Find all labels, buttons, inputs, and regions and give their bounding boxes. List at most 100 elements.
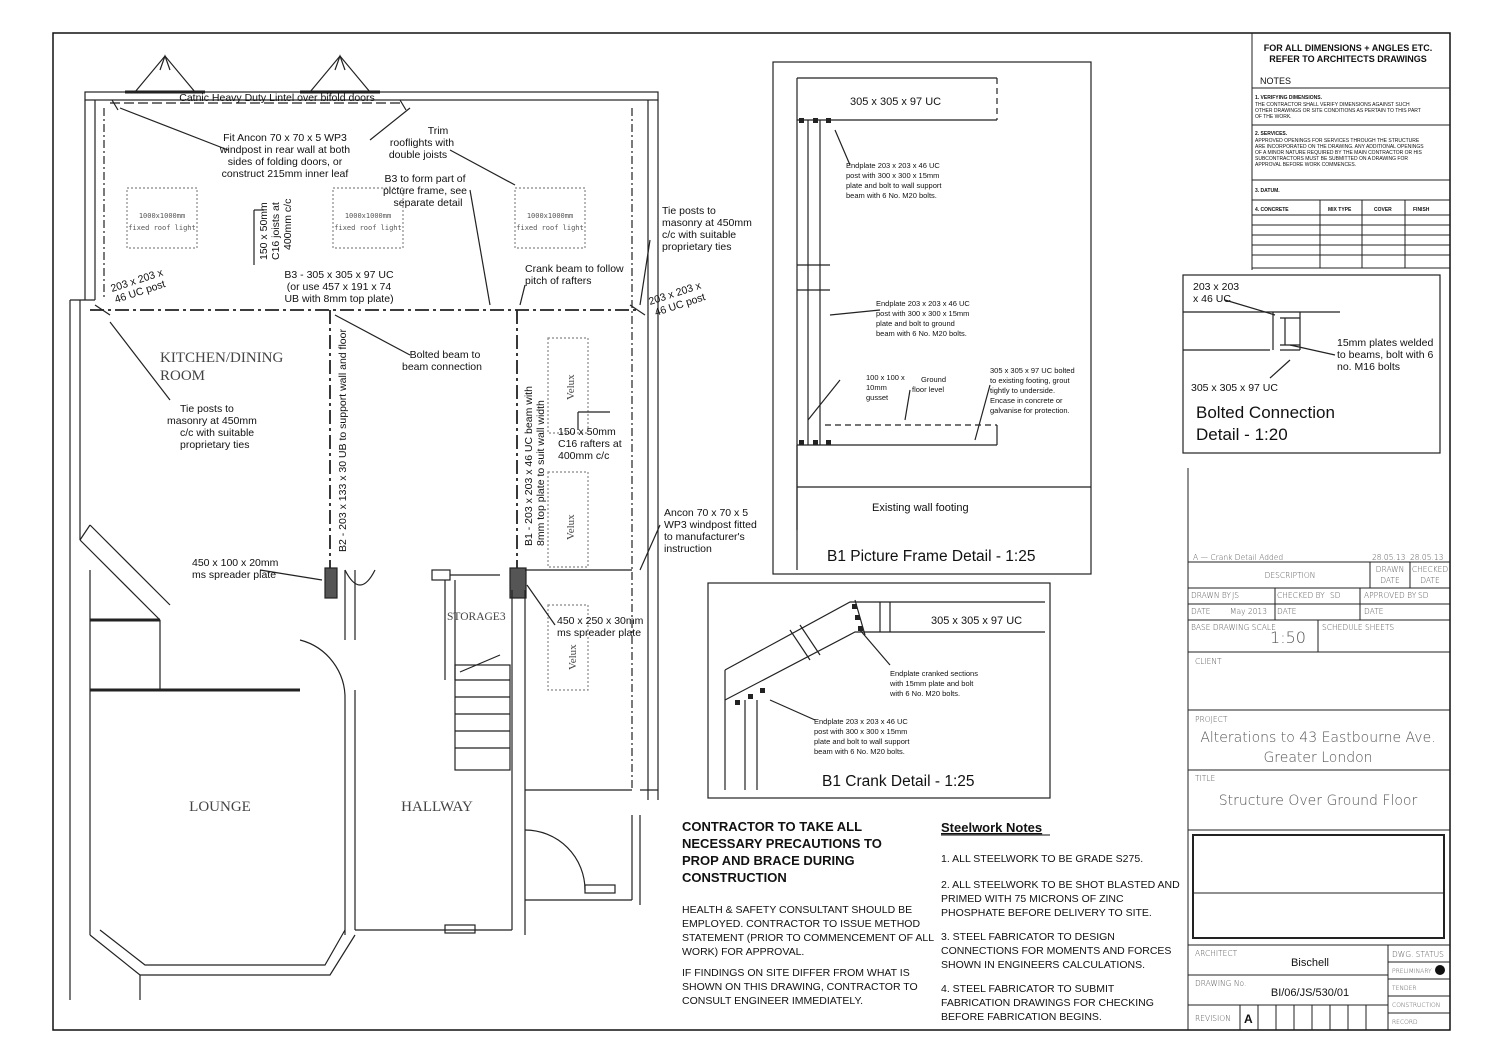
spreader-left-1: 450 x 100 x 20mm	[192, 557, 279, 569]
date3-label: DATE	[1364, 607, 1384, 616]
contractor-para1-3: STATEMENT (PRIOR TO COMMENCEMENT OF ALL	[682, 932, 934, 944]
architect-name: Bischell	[1291, 957, 1329, 969]
crank-detail-title: B1 Crank Detail - 1:25	[822, 773, 975, 790]
bolted-plates-1: 15mm plates welded	[1337, 337, 1433, 349]
contractor-para2-1: IF FINDINGS ON SITE DIFFER FROM WHAT IS	[682, 967, 910, 979]
frame-bolts	[799, 118, 831, 445]
note2-line4: SUBCONTRACTORS MUST BE SUBMITTED ON A DR…	[1255, 156, 1408, 162]
gusset-2: 10mm	[866, 383, 887, 392]
windpost-note-4: construct 215mm inner leaf	[222, 168, 349, 180]
frame-endplate-top-4: beam with 6 No. M20 bolts.	[846, 191, 937, 200]
project-line-1: Alterations to 43 Eastbourne Ave.	[1200, 730, 1435, 746]
date-value: May 2013	[1230, 607, 1267, 616]
notes-header-2: REFER TO ARCHITECTS DRAWINGS	[1269, 54, 1427, 64]
steel-item-3-1: 3. STEEL FABRICATOR TO DESIGN	[941, 931, 1115, 943]
tie-posts-top-2: masonry at 450mm	[662, 217, 752, 229]
client-label: CLIENT	[1195, 657, 1222, 666]
b1-label-1: B1 - 203 x 203 x 46 UC beam with	[523, 386, 535, 546]
bolted-note-1: Bolted beam to	[410, 349, 481, 361]
checked-by-label: CHECKED BY	[1277, 591, 1325, 600]
picture-frame-title: B1 Picture Frame Detail - 1:25	[827, 548, 1035, 565]
note2-line3: OF A MINOR NATURE REQUIRED BY THE MAIN C…	[1255, 150, 1423, 156]
notes-header-1: FOR ALL DIMENSIONS + ANGLES ETC.	[1264, 43, 1432, 53]
bolted-post-1: 203 x 203	[1193, 281, 1239, 293]
trim-note-2: rooflights with	[390, 137, 454, 149]
crank-note-2: pitch of rafters	[525, 275, 592, 287]
windpost-right-1: Ancon 70 x 70 x 5	[664, 507, 748, 519]
velux-2: Velux	[565, 514, 577, 540]
contractor-para2-3: CONSULT ENGINEER IMMEDIATELY.	[682, 995, 863, 1007]
steel-item-2-2: PRIMED WITH 75 MICRONS OF ZINC	[941, 893, 1124, 905]
revision-value: A	[1244, 1012, 1253, 1026]
steelwork-title: Steelwork Notes	[941, 820, 1042, 835]
crank-bolts	[735, 604, 863, 705]
windpost-note-2: windpost in rear wall at both	[219, 144, 350, 156]
room-kitchen-2: ROOM	[160, 368, 205, 384]
steel-item-2-3: PHOSPHATE BEFORE DELIVERY TO SITE.	[941, 907, 1152, 919]
contractor-heading-3: PROP AND BRACE DURING	[682, 853, 855, 868]
joists-note-2: C16 joists at	[270, 202, 282, 260]
joists-note-3: 400mm c/c	[282, 199, 294, 250]
steel-item-2-1: 2. ALL STEELWORK TO BE SHOT BLASTED AND	[941, 879, 1180, 891]
rooflight-3-type: fixed roof light	[516, 224, 583, 232]
notes-panel-lines	[1251, 33, 1450, 270]
trim-note-1: Trim	[428, 125, 449, 137]
tie-posts-left-2: masonry at 450mm	[167, 415, 257, 427]
rooflight-3-size: 1000x1000mm	[527, 212, 573, 220]
tie-posts-top-3: c/c with suitable	[662, 229, 736, 241]
velux-3: Velux	[567, 644, 579, 670]
scale-label: BASE DRAWING SCALE	[1191, 623, 1276, 632]
crank-endplate-2: with 15mm plate and bolt	[889, 679, 974, 688]
windpost-note-3: sides of folding doors, or	[228, 156, 343, 168]
bolted-title-1: Bolted Connection	[1196, 403, 1335, 422]
tie-posts-left-4: proprietary ties	[180, 439, 249, 451]
contractor-heading-2: NECESSARY PRECAUTIONS TO	[682, 836, 882, 851]
status-tender: TENDER	[1392, 985, 1417, 992]
steel-item-3-2: CONNECTIONS FOR MOMENTS AND FORCES	[941, 945, 1171, 957]
windpost-note-1: Fit Ancon 70 x 70 x 5 WP3	[223, 132, 347, 144]
joists-note-1: 150 x 50mm	[258, 202, 270, 260]
concrete-col-2: MIX TYPE	[1328, 207, 1352, 213]
trim-note-3: double joists	[389, 149, 447, 161]
drawn-date-1: DRAWN	[1376, 565, 1404, 574]
frame-bottom-beam-1: 305 x 305 x 97 UC bolted	[990, 366, 1075, 375]
steel-item-4-1: 4. STEEL FABRICATOR TO SUBMIT	[941, 983, 1115, 995]
date2-label: DATE	[1277, 607, 1297, 616]
note1-line3: OF THE WORK.	[1255, 114, 1292, 120]
crank-endplate-3: with 6 No. M20 bolts.	[889, 689, 960, 698]
note3-title: 3. DATUM.	[1255, 188, 1280, 194]
frame-bottom-beam-5: galvanise for protection.	[990, 406, 1070, 415]
spreader-left-2: ms spreader plate	[192, 569, 276, 581]
room-storage: STORAGE3	[447, 611, 506, 623]
frame-endplate-top-2: post with 300 x 300 x 15mm	[846, 171, 939, 180]
room-kitchen-1: KITCHEN/DINING	[160, 350, 283, 366]
drawn-by: JS	[1232, 591, 1239, 600]
contractor-para1-1: HEALTH & SAFETY CONSULTANT SHOULD BE	[682, 904, 912, 916]
contractor-para1-2: EMPLOYED. CONTRACTOR TO ISSUE METHOD	[682, 918, 920, 930]
frame-endplate-bottom-1: Endplate 203 x 203 x 46 UC	[876, 299, 970, 308]
rooflight-1-size: 1000x1000mm	[139, 212, 185, 220]
tie-posts-top-4: proprietary ties	[662, 241, 731, 253]
tie-posts-top-1: Tie posts to	[662, 205, 716, 217]
frame-endplate-bottom-4: beam with 6 No. M20 bolts.	[876, 329, 967, 338]
crank-endplate-1: Endplate cranked sections	[890, 669, 978, 678]
crank-beam-label: 305 x 305 x 97 UC	[931, 615, 1022, 627]
concrete-col-1: 4. CONCRETE	[1255, 207, 1289, 213]
velux-1: Velux	[565, 374, 577, 400]
scale-value: 1:50	[1270, 628, 1306, 647]
note2-title: 2. SERVICES.	[1255, 131, 1288, 137]
spreader-right-2: ms spreader plate	[557, 627, 641, 639]
rev-date-2: 28.05.13	[1410, 553, 1443, 562]
b1-label-2: 8mm top plate to suit wall width	[535, 400, 547, 546]
note1-line1: THE CONTRACTOR SHALL VERIFY DIMENSIONS A…	[1255, 102, 1410, 108]
frame-beam-label: 305 x 305 x 97 UC	[850, 96, 941, 108]
contractor-heading-4: CONSTRUCTION	[682, 870, 787, 885]
crank-post-2: post with 300 x 300 x 15mm	[814, 727, 907, 736]
b3-frame-note-1: B3 to form part of	[384, 173, 465, 185]
picture-frame-detail	[772, 61, 1092, 575]
drawing-number: BI/06/JS/530/01	[1271, 987, 1349, 999]
frame-endplate-top-1: Endplate 203 x 203 x 46 UC	[846, 161, 940, 170]
sheet-border	[52, 32, 1451, 1031]
note2-line5: APPROVAL BEFORE WORK COMMENCES.	[1255, 162, 1356, 168]
schedule-label: SCHEDULE SHEETS	[1322, 623, 1394, 632]
